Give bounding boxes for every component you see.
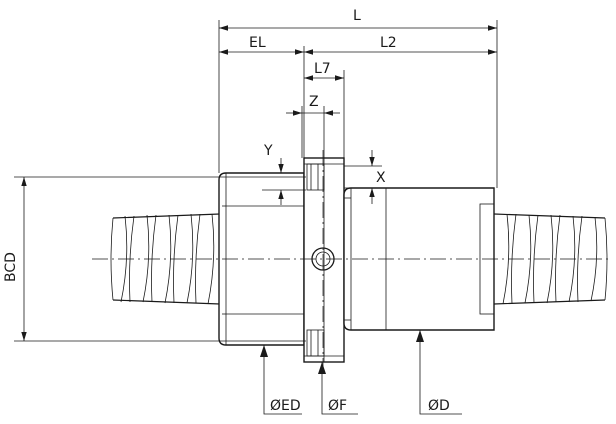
label-z: Z	[309, 94, 319, 110]
label-x: X	[376, 170, 386, 186]
label-bcd: BCD	[3, 252, 19, 282]
label-f: ØF	[328, 398, 347, 414]
label-l7: L7	[314, 61, 331, 77]
extension-lines	[14, 20, 498, 342]
label-el: EL	[249, 35, 266, 51]
leader-arrows	[260, 330, 424, 374]
label-y: Y	[263, 143, 273, 159]
nut-body	[218, 157, 495, 363]
label-l2: L2	[380, 35, 397, 51]
label-ed: ØED	[270, 398, 301, 414]
dimension-lines	[21, 25, 497, 415]
label-l: L	[353, 8, 361, 24]
label-d: ØD	[428, 398, 450, 414]
